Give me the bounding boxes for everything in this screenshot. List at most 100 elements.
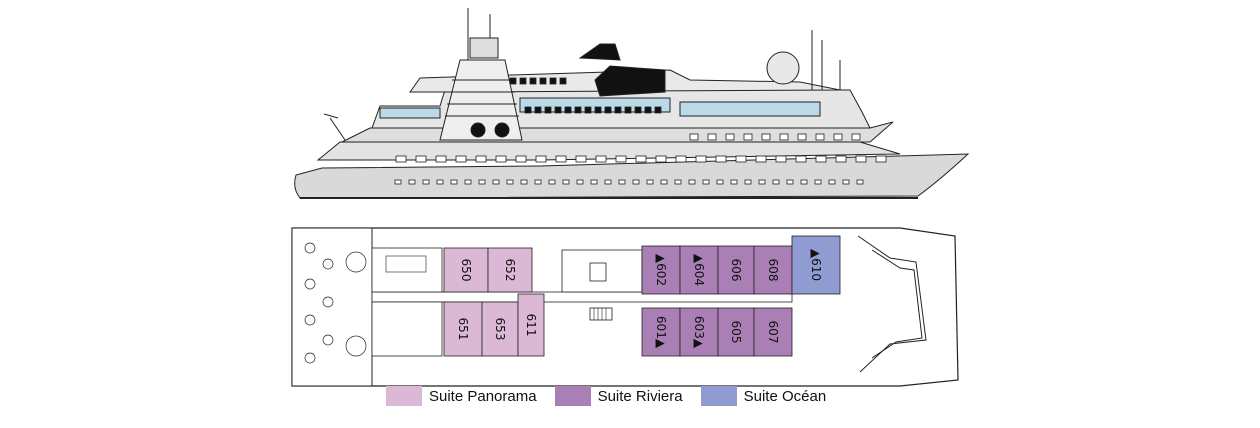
cabin-number: 606 — [729, 259, 743, 282]
spiral-stair — [345, 335, 367, 357]
window — [772, 179, 780, 185]
window — [555, 155, 567, 163]
window — [635, 155, 647, 163]
window — [655, 155, 667, 163]
glass-band — [679, 101, 821, 117]
cabin-606: 606 — [717, 245, 755, 295]
cabin-number: 601▲ — [654, 316, 668, 349]
legend-swatch — [386, 386, 422, 406]
cabin-number: 653 — [493, 318, 507, 341]
window — [855, 155, 867, 163]
cabin-607: 607 — [753, 307, 793, 357]
cabin-number: ▲604 — [692, 254, 706, 286]
window — [761, 133, 771, 141]
cabin-602: ▲602 — [641, 245, 681, 295]
window — [492, 179, 500, 185]
cabin-604: ▲604 — [679, 245, 719, 295]
window — [595, 155, 607, 163]
window — [735, 155, 747, 163]
window — [534, 106, 542, 114]
legend-item-ocean: Suite Océan — [700, 386, 826, 406]
cabin-603: 603▲ — [679, 307, 719, 357]
window — [614, 106, 622, 114]
cabin-608: 608 — [753, 245, 793, 295]
cabin-number: 607 — [766, 321, 780, 344]
window — [786, 179, 794, 185]
window — [758, 179, 766, 185]
deck-chair — [322, 296, 334, 308]
cabin-number: 603▲ — [692, 316, 706, 349]
window — [584, 106, 592, 114]
window — [478, 179, 486, 185]
window — [624, 106, 632, 114]
deck-chair — [322, 258, 334, 270]
window — [800, 179, 808, 185]
cabin-fill — [679, 245, 719, 295]
window — [815, 155, 827, 163]
cabin-611: 611 — [517, 293, 545, 357]
cabin-fill — [517, 293, 545, 357]
legend-swatch — [554, 386, 591, 406]
window — [815, 133, 825, 141]
window — [688, 179, 696, 185]
legend-label: Suite Panorama — [429, 387, 537, 405]
cabin-number: 652 — [503, 259, 517, 282]
radar-dome — [766, 51, 800, 85]
spiral-stair — [345, 251, 367, 273]
cabin-number: ▲610 — [809, 249, 823, 281]
window — [755, 155, 767, 163]
window — [856, 179, 864, 185]
window — [744, 179, 752, 185]
window — [544, 106, 552, 114]
window — [576, 179, 584, 185]
window — [695, 155, 707, 163]
window — [574, 106, 582, 114]
window — [549, 77, 557, 85]
window — [814, 179, 822, 185]
window — [707, 133, 717, 141]
cabin-fill — [443, 247, 489, 293]
window — [529, 77, 537, 85]
window — [408, 179, 416, 185]
stern-furniture — [304, 242, 367, 364]
hull — [294, 153, 970, 199]
window — [875, 155, 887, 163]
window — [795, 155, 807, 163]
window — [548, 179, 556, 185]
legend-item-riviera: Suite Riviera — [554, 386, 683, 406]
deck-chair — [304, 278, 316, 290]
window — [634, 106, 642, 114]
window — [464, 179, 472, 185]
window — [395, 155, 407, 163]
window — [828, 179, 836, 185]
window — [646, 179, 654, 185]
cabin-fill — [753, 307, 793, 357]
cabin-number: 650 — [459, 259, 473, 282]
window — [559, 77, 567, 85]
window — [455, 155, 467, 163]
cabin-610: ▲610 — [791, 235, 841, 295]
ship-profile — [294, 8, 970, 199]
window — [779, 133, 789, 141]
window — [851, 133, 861, 141]
window — [618, 179, 626, 185]
window — [725, 133, 735, 141]
window — [675, 155, 687, 163]
cabin-number: 608 — [766, 259, 780, 282]
window — [833, 133, 843, 141]
cabin-fill — [481, 301, 519, 357]
window — [394, 179, 402, 185]
cabin-fill — [791, 235, 841, 295]
window — [562, 179, 570, 185]
window — [632, 179, 640, 185]
cabin-fill — [641, 245, 681, 295]
window — [594, 106, 602, 114]
cabin-653: 653 — [481, 301, 519, 357]
window — [506, 179, 514, 185]
window — [654, 106, 662, 114]
legend-swatch — [700, 386, 737, 406]
window — [436, 179, 444, 185]
